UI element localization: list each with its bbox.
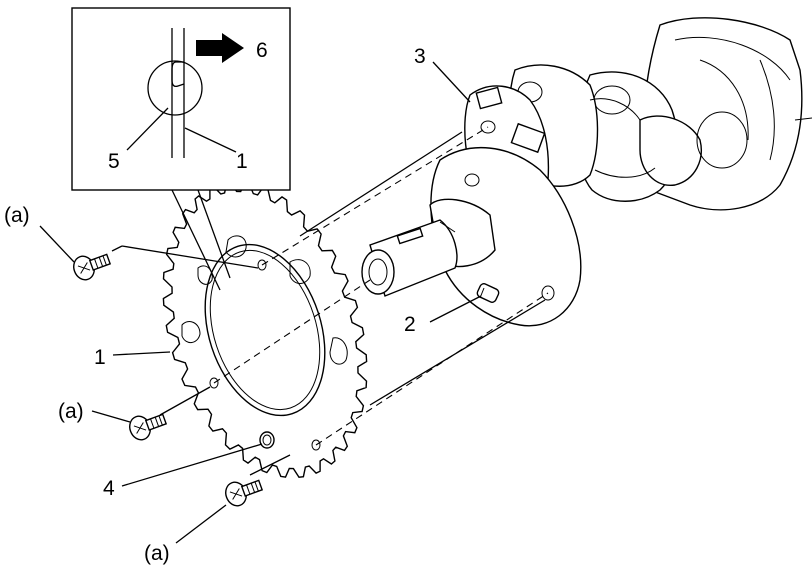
leader-lines <box>39 61 482 544</box>
label-a-top: (a) <box>4 204 30 227</box>
direction-arrow <box>196 33 244 63</box>
label-5-detail: 5 <box>108 150 120 173</box>
detail-inset <box>71 7 291 291</box>
bolt-middle <box>129 413 168 441</box>
crankshaft <box>361 17 812 327</box>
label-1-detail: 1 <box>236 150 248 173</box>
label-4: 4 <box>103 477 115 500</box>
reference-hole <box>259 431 275 449</box>
bolt-bottom <box>225 479 264 507</box>
label-3: 3 <box>414 45 426 68</box>
label-6: 6 <box>256 39 268 62</box>
alignment-lines <box>111 126 549 476</box>
label-2: 2 <box>404 313 416 336</box>
label-a-bottom: (a) <box>144 542 170 565</box>
label-1: 1 <box>94 346 106 369</box>
label-a-middle: (a) <box>58 400 84 423</box>
bolt-top <box>73 253 112 281</box>
signal-plate <box>162 182 368 478</box>
dowel-pin <box>476 283 500 303</box>
